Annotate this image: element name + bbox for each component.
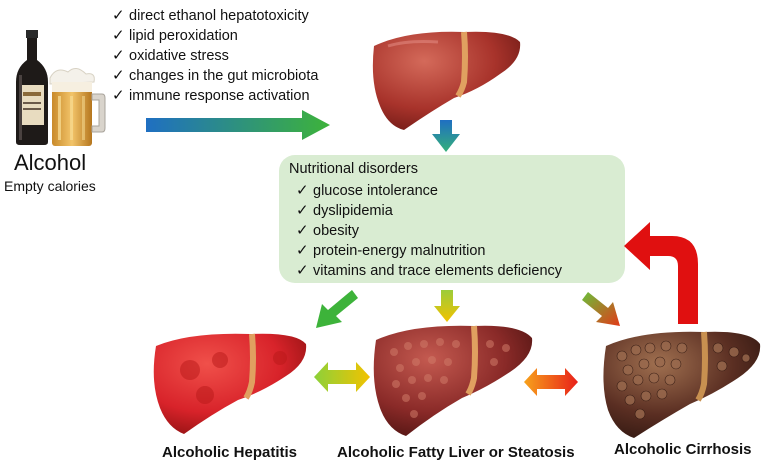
mechanism-item: ✓lipid peroxidation xyxy=(112,27,238,44)
stage-label-cirrhosis: Alcoholic Cirrhosis xyxy=(614,441,752,458)
arrow-hepatitis-steatosis xyxy=(314,362,370,392)
wine-bottle-icon xyxy=(16,30,48,145)
check-icon: ✓ xyxy=(296,182,309,199)
alcohol-sublabel: Empty calories xyxy=(4,178,96,194)
arrow-to-hepatitis xyxy=(316,290,358,328)
check-icon: ✓ xyxy=(296,242,309,259)
mechanism-list: ✓direct ethanol hepatotoxicity ✓lipid pe… xyxy=(112,6,318,106)
fatty-liver-icon xyxy=(373,325,533,436)
check-icon: ✓ xyxy=(296,222,309,239)
mechanism-item: ✓immune response activation xyxy=(112,87,310,104)
nutrition-title: Nutritional disorders xyxy=(289,161,418,177)
cirrhosis-liver-icon xyxy=(603,331,761,438)
arrow-to-cirrhosis xyxy=(582,292,620,326)
nutrition-item: ✓obesity xyxy=(296,222,359,239)
check-icon: ✓ xyxy=(112,67,125,84)
check-icon: ✓ xyxy=(112,27,125,44)
nutrition-item: ✓protein-energy malnutrition xyxy=(296,242,486,259)
mechanism-item: ✓direct ethanol hepatotoxicity xyxy=(112,7,309,24)
mechanism-item: ✓oxidative stress xyxy=(112,47,229,64)
check-icon: ✓ xyxy=(112,7,125,24)
check-icon: ✓ xyxy=(112,47,125,64)
stage-label-hepatitis: Alcoholic Hepatitis xyxy=(162,444,298,461)
mechanism-item: ✓changes in the gut microbiota xyxy=(112,67,319,84)
nutrition-item: ✓vitamins and trace elements deficiency xyxy=(296,262,563,279)
check-icon: ✓ xyxy=(296,262,309,279)
stage-label-steatosis: Alcoholic Fatty Liver or Steatosis xyxy=(337,444,575,461)
nutrition-item: ✓glucose intolerance xyxy=(296,182,438,199)
nutritional-disorders-box xyxy=(279,155,625,283)
check-icon: ✓ xyxy=(112,87,125,104)
arrow-to-steatosis xyxy=(434,290,460,322)
check-icon: ✓ xyxy=(296,202,309,219)
hepatitis-liver-icon xyxy=(153,333,307,434)
arrow-alcohol-to-liver xyxy=(146,110,330,140)
arrow-liver-to-nutrition xyxy=(432,120,460,152)
arrow-steatosis-cirrhosis xyxy=(524,368,578,396)
healthy-liver-icon xyxy=(372,31,521,130)
arrow-cirrhosis-feedback xyxy=(624,222,698,324)
nutrition-item: ✓dyslipidemia xyxy=(296,202,393,219)
alcohol-label: Alcohol xyxy=(14,150,87,175)
nutrition-list: ✓glucose intolerance ✓dyslipidemia ✓obes… xyxy=(296,181,562,281)
beer-mug-icon xyxy=(49,68,106,146)
